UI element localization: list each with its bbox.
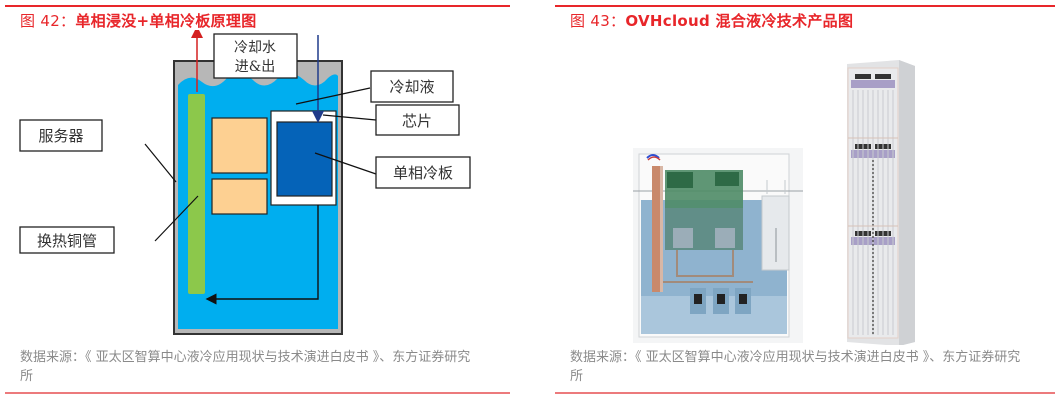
label-cold-plate: 单相冷板 [375, 156, 471, 189]
label-cooling-water: 冷却水 进&出 [213, 33, 298, 79]
label-server: 服务器 [19, 119, 103, 152]
figure-number: 图 43： [570, 12, 626, 30]
figure-43-title: 图 43：OVHcloud 混合液冷技术产品图 [570, 10, 853, 31]
figure-42-source: 数据来源：《 亚太区智算中心液冷应用现状与技术演进白皮书 》、东方证券研究 所 [20, 348, 510, 386]
svg-text:进&出: 进&出 [235, 59, 275, 75]
component-large [211, 117, 268, 174]
figure-42-title: 图 42：单相浸没+单相冷板原理图 [20, 10, 257, 31]
liquid-cooled-rack [847, 60, 915, 345]
copper-pipe [188, 94, 205, 294]
component-small [211, 178, 268, 215]
source-line-2: 所 [20, 369, 34, 384]
figure-42-panel: 图 42：单相浸没+单相冷板原理图 [5, 0, 510, 400]
figure-number: 图 42： [20, 12, 76, 30]
svg-text:服务器: 服务器 [38, 127, 83, 145]
figure-caption: OVHcloud 混合液冷技术产品图 [625, 12, 854, 30]
figure-caption: 单相浸没+单相冷板原理图 [75, 12, 257, 30]
label-coolant: 冷却液 [370, 70, 454, 103]
label-copper-pipe: 换热铜管 [19, 226, 115, 254]
figure-43-panel: 图 43：OVHcloud 混合液冷技术产品图 [555, 0, 1055, 400]
cold-plate [276, 121, 333, 197]
label-chip: 芯片 [375, 104, 460, 136]
figure-43-source: 数据来源：《 亚太区智算中心液冷应用现状与技术演进白皮书 》、东方证券研究 所 [570, 348, 1060, 386]
immersion-tank [633, 148, 803, 343]
bottom-rule [555, 392, 1055, 394]
return-arrow-icon [205, 205, 319, 305]
svg-text:冷却水: 冷却水 [234, 40, 276, 56]
source-line-2: 所 [570, 369, 584, 384]
svg-text:换热铜管: 换热铜管 [37, 232, 97, 250]
top-rule [555, 5, 1055, 7]
product-photo [633, 60, 915, 345]
source-line-1: 数据来源：《 亚太区智算中心液冷应用现状与技术演进白皮书 》、东方证券研究 [570, 350, 1021, 365]
svg-text:冷却液: 冷却液 [389, 78, 434, 96]
source-line-1: 数据来源：《 亚太区智算中心液冷应用现状与技术演进白皮书 》、东方证券研究 [20, 350, 471, 365]
top-rule [5, 5, 510, 7]
svg-text:芯片: 芯片 [402, 112, 432, 130]
immersion-coldplate-diagram: 冷却水 进&出 冷却液 服务器 芯片 单相冷板 换热铜管 [19, 30, 471, 335]
svg-text:单相冷板: 单相冷板 [393, 164, 453, 182]
bottom-rule [5, 392, 510, 394]
